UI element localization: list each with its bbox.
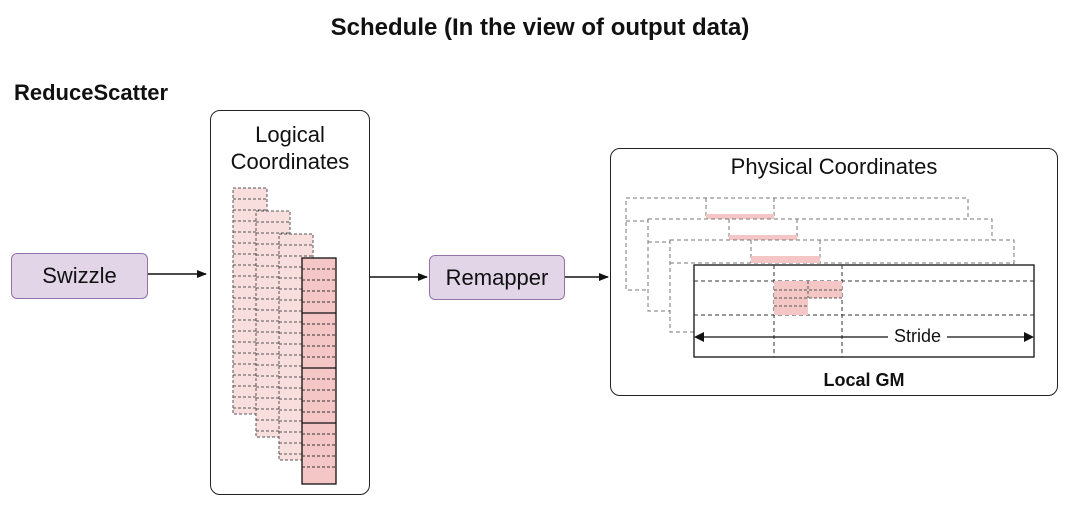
diagram-title: Schedule (In the view of output data) <box>330 14 750 41</box>
logical-title-line2: Coordinates <box>230 149 350 174</box>
swizzle-label: Swizzle <box>42 263 117 288</box>
local-gm-caption: Local GM <box>823 370 905 390</box>
logical-column-4 <box>301 257 337 485</box>
stride-label: Stride <box>888 326 948 347</box>
section-label: ReduceScatter <box>14 80 169 105</box>
logical-title-line1: Logical <box>255 122 325 147</box>
remapper-node[interactable]: Remapper <box>429 255 565 300</box>
physical-panel-title: Physical Coordinates <box>730 154 938 179</box>
logical-panel-title: Logical Coordinates <box>211 121 369 175</box>
physical-plane-local <box>693 264 1035 358</box>
swizzle-node[interactable]: Swizzle <box>11 253 148 299</box>
remapper-label: Remapper <box>445 264 549 290</box>
